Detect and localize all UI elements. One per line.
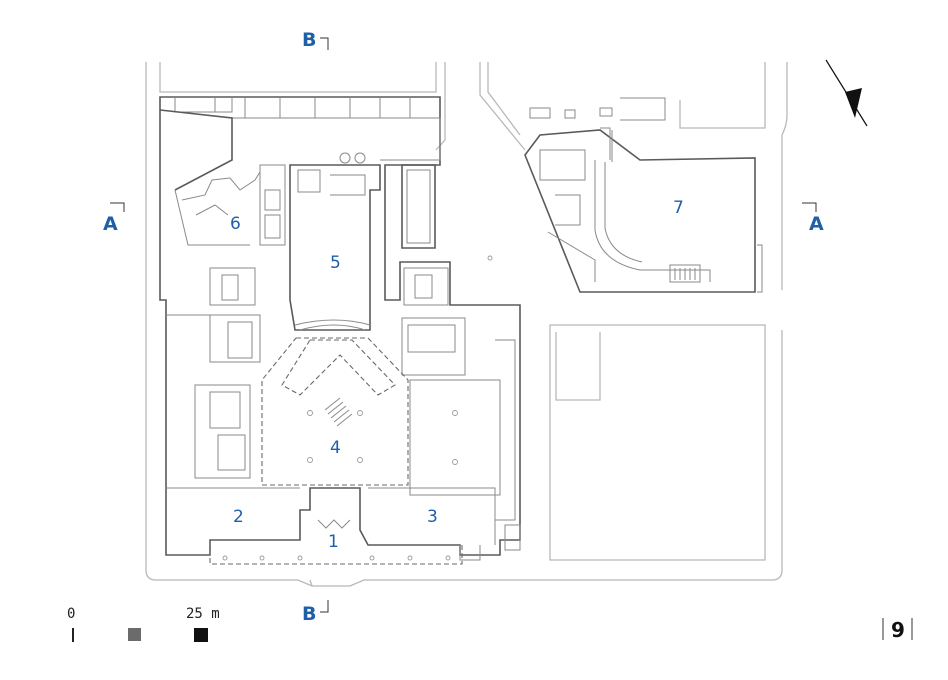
scale-mid-block: [128, 628, 141, 641]
scale-end-block: [194, 628, 208, 642]
page-number-text: 9: [891, 618, 905, 642]
dashed-outlines: [209, 337, 463, 565]
scale-end-label: 25 m: [186, 606, 220, 622]
room-labels: 1 2 3 4 5 6 7: [230, 198, 684, 552]
scale-tick-0: [72, 628, 74, 642]
room-4-label: 4: [330, 438, 341, 458]
room-7-label: 7: [673, 198, 684, 218]
section-b-top: B: [302, 29, 316, 51]
room-2-label: 2: [233, 507, 244, 527]
page-number: 9: [882, 618, 913, 642]
scale-zero-label: 0: [67, 606, 75, 622]
section-markers: B B A A: [103, 29, 824, 625]
building-7: [524, 97, 763, 293]
site-boundary: [145, 62, 788, 587]
section-a-left: A: [103, 213, 118, 235]
room-3-label: 3: [427, 507, 438, 527]
room-6-label: 6: [230, 214, 241, 234]
section-a-right: A: [809, 213, 824, 235]
central-stair: [317, 397, 353, 529]
section-b-bottom: B: [302, 603, 316, 625]
north-arrow-icon: [825, 59, 868, 127]
main-building: [159, 96, 521, 561]
scale-bar: 0 25 m: [67, 606, 220, 642]
columns: [222, 255, 493, 561]
room-5-label: 5: [330, 253, 341, 273]
room-1-label: 1: [328, 532, 339, 552]
